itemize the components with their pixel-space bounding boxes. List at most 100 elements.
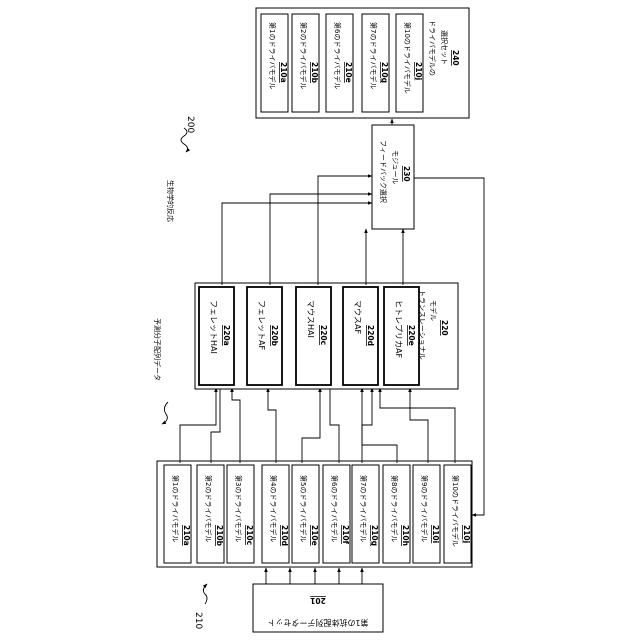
driver-model-title: 第8のドライバモデル	[390, 475, 399, 542]
prediction-model-title: マウスHAI	[306, 300, 315, 338]
conn-220b-230	[270, 194, 372, 285]
selection-set-title2: 選択セット	[440, 30, 449, 65]
input-dataset-ref: 201	[310, 596, 326, 605]
conn-220a-230	[222, 203, 372, 285]
prediction-model-220c: マウスHAI 220c	[296, 287, 331, 385]
selected-driver-model-title: 第1のドライバモデル	[268, 22, 277, 89]
driver-models-list: 第1のドライバモデル210a第2のドライバモデル210b第3のドライバモデル21…	[164, 465, 471, 563]
driver-model-title: 第9のドライバモデル	[420, 475, 429, 542]
selected-driver-model-ref: 210e	[344, 62, 353, 83]
conn-210b-220a	[211, 388, 220, 463]
driver-model-ref: 210e	[310, 525, 319, 546]
feedback-module-ref: 230	[402, 166, 411, 182]
annotation-predicted: 予測分子配列データ	[153, 318, 168, 424]
input-dataset-box: 第1の抗体配列データセット 201	[253, 584, 383, 632]
driver-model-ref: 210h	[401, 525, 410, 546]
prediction-model-220e: ヒトレプリカAF 220e	[384, 287, 419, 385]
selection-set-group: 第1のドライバモデル210a第2のドライバモデル210b第6のドライバモデル21…	[256, 8, 469, 118]
conn-210f-220c	[330, 388, 339, 463]
input-arrows	[266, 568, 362, 584]
driver-model-210d: 第4のドライバモデル210d	[262, 465, 289, 563]
conn-210d-220b	[268, 388, 276, 463]
prediction-model-ref: 220b	[270, 325, 279, 347]
prediction-model-ref: 220e	[407, 325, 416, 346]
feedback-module: フィードバック選択 モジュール 230	[372, 125, 414, 229]
conn-220c-230	[318, 176, 372, 285]
selected-driver-model-ref: 210j	[414, 62, 423, 80]
selected-driver-model-210a: 第1のドライバモデル210a	[261, 14, 288, 112]
selected-driver-model-title: 第6のドライバモデル	[333, 22, 342, 89]
selection-set-ref: 240	[451, 50, 460, 66]
conn-210e-220c	[302, 388, 320, 463]
figure-number-200: 200	[181, 116, 195, 152]
driver-model-title: 第3のドライバモデル	[234, 475, 243, 542]
translational-model-title2: モデル	[429, 300, 438, 321]
driver-model-210h: 第8のドライバモデル210h	[383, 465, 410, 563]
driver-model-ref: 210a	[182, 525, 191, 546]
prediction-model-ref: 220d	[366, 325, 375, 346]
selected-driver-models-list: 第1のドライバモデル210a第2のドライバモデル210b第6のドライバモデル21…	[261, 14, 423, 112]
driver-model-title: 第2のドライバモデル	[204, 475, 213, 542]
driver-model-title: 第1のドライバモデル	[171, 475, 180, 542]
selected-driver-model-title: 第10のドライバモデル	[403, 22, 412, 94]
driver-model-ref: 210d	[280, 525, 289, 546]
conn-210g-220d	[362, 388, 372, 463]
selected-driver-model-title: 第7のドライバモデル	[369, 22, 378, 89]
annotation-bio-text: 生物学的反応	[166, 180, 175, 222]
prediction-model-ref: 220c	[319, 325, 328, 345]
prediction-model-220a: フェレットHAI 220a	[199, 287, 234, 385]
label-210-arrow	[203, 584, 207, 604]
selection-set-title1: ドライバモデルの	[428, 20, 437, 76]
driver-model-title: 第5のドライバモデル	[299, 475, 308, 542]
conn-210i-220e	[410, 388, 428, 463]
driver-model-210e: 第5のドライバモデル210e	[292, 465, 319, 563]
driver-models-group: 第1のドライバモデル210a第2のドライバモデル210b第3のドライバモデル21…	[157, 461, 472, 567]
driver-to-model-connectors	[180, 388, 455, 463]
conn-210c-220b	[232, 388, 240, 463]
driver-model-ref: 210g	[370, 525, 379, 546]
prediction-models-list: フェレットHAI 220a フェレットAF220b マウスHAI 220c マウスAF 22…	[199, 287, 419, 385]
selected-driver-model-210g: 第7のドライバモデル210g	[362, 14, 389, 112]
driver-model-210b: 第2のドライバモデル210b	[197, 465, 224, 563]
driver-model-ref: 210c	[245, 525, 254, 545]
feedback-module-title2: モジュール	[391, 150, 399, 185]
input-dataset-title: 第1の抗体配列データセット	[267, 618, 368, 628]
driver-model-210a: 第1のドライバモデル210a	[164, 465, 191, 563]
prediction-model-title: フェレットHAI	[209, 300, 218, 354]
annotation-bio: 生物学的反応	[166, 180, 175, 222]
driver-model-210f: 第6のドライバモデル210f	[323, 465, 350, 563]
driver-model-title: 第10のドライバモデル	[451, 475, 460, 547]
selected-driver-model-210j: 第10のドライバモデル210j	[396, 14, 423, 112]
selected-driver-model-210b: 第2のドライバモデル210b	[292, 14, 319, 112]
prediction-model-220b: フェレットAF220b	[247, 287, 282, 385]
prediction-model-title: ヒトレプリカAF	[394, 300, 403, 358]
annotation-predicted-text: 予測分子配列データ	[153, 318, 162, 381]
selected-driver-model-ref: 210b	[310, 62, 319, 84]
selected-driver-model-ref: 210g	[380, 62, 389, 83]
translational-model-ref: 220	[440, 320, 449, 336]
label-210-text: 210	[193, 612, 203, 629]
translational-model-title1: トランスレーショナル	[418, 290, 426, 360]
driver-model-210c: 第3のドライバモデル210c	[227, 465, 254, 563]
driver-model-title: 第7のドライバモデル	[359, 475, 368, 542]
prediction-model-ref: 220a	[222, 325, 231, 346]
prediction-model-220d: マウスAF 220d	[343, 287, 378, 385]
prediction-model-title: マウスAF	[353, 300, 362, 334]
driver-model-ref: 210b	[215, 525, 224, 547]
selected-driver-model-title: 第2のドライバモデル	[299, 22, 308, 89]
driver-model-ref: 210f	[341, 525, 350, 545]
conn-210j-220e	[380, 388, 455, 463]
annotation-predicted-arrow	[162, 402, 168, 424]
figure-squiggle-arrow	[181, 128, 188, 152]
driver-model-210i: 第9のドライバモデル210i	[413, 465, 440, 563]
feedback-module-title1: フィードバック選択	[379, 140, 388, 203]
selected-driver-model-210e: 第6のドライバモデル210e	[326, 14, 353, 112]
driver-model-ref: 210j	[462, 525, 471, 543]
driver-model-title: 第6のドライバモデル	[330, 475, 339, 542]
label-210: 210	[193, 584, 207, 629]
conn-210h-220d	[362, 388, 397, 463]
translational-model-group: フェレットHAI 220a フェレットAF220b マウスHAI 220c マウスAF 22…	[195, 283, 458, 389]
driver-model-title: 第4のドライバモデル	[269, 475, 278, 542]
driver-model-210j: 第10のドライバモデル210j	[444, 465, 471, 563]
